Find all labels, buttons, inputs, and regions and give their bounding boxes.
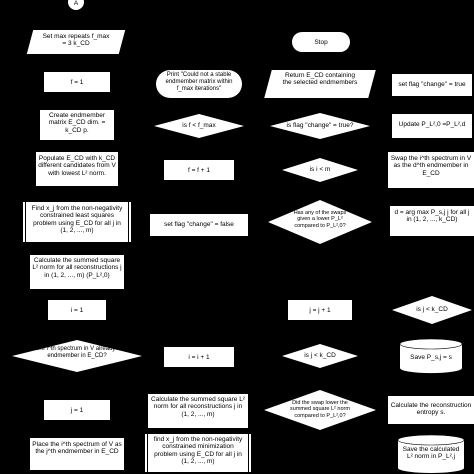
is-j2-text: is j < k_CD: [416, 306, 448, 313]
stop-terminal: [292, 32, 350, 52]
j-inc-box: [288, 300, 352, 320]
f-init-text: f = 1: [70, 79, 84, 86]
is-i-text: is i < m: [309, 166, 331, 173]
find-xj-predefined: [22, 202, 132, 242]
place-box: [30, 438, 124, 470]
find-xj2-predefined: [144, 434, 252, 472]
stop-text: Stop: [314, 39, 328, 46]
calc-sum2-text: Calculate the summed square L² norm for …: [151, 396, 245, 418]
start-label: A: [73, 0, 79, 7]
create-text: Create endmember matrix E_CD dim. = k_CD…: [48, 112, 106, 134]
set-max-text: Set max repeats f_max = 3 k_CD: [42, 33, 110, 48]
populate-text: Populate E_CD with k_CD different candid…: [38, 155, 116, 177]
f-inc-text: f = f + 1: [187, 167, 211, 174]
j-init-box: [44, 400, 110, 420]
is-j-text: is j < k_CD: [304, 352, 336, 359]
calc-sum2-box: [148, 394, 248, 428]
start-connector: [68, 0, 84, 10]
calc-entropy-text: Calculate the reconstruction entropy s.: [390, 402, 472, 417]
set-true-box: [392, 74, 472, 96]
is-f-text: is f < f_max: [182, 122, 216, 129]
return-text: Return E_CD containing the selected endm…: [282, 72, 358, 87]
is-change-text: is flag "change" = true?: [286, 122, 354, 129]
has-any-text: Has any of the swaps given a lower P_L² …: [293, 210, 347, 229]
i-init-text: i = 1: [70, 307, 84, 314]
i-inc-text: i = i + 1: [188, 354, 210, 361]
place-text: Place the i^th spectrum of V as the j^th…: [32, 441, 122, 456]
f-inc-box: [164, 160, 234, 180]
calc-entropy-box: [388, 396, 474, 424]
print-terminal: [156, 70, 242, 98]
f-init-box: [44, 72, 110, 92]
populate-box: [36, 152, 118, 186]
update-box: [392, 114, 472, 138]
i-inc-box: [164, 347, 234, 367]
calc-sum-text: Calculate the summed square L² norm for …: [32, 257, 122, 279]
argmax-box: [390, 206, 474, 236]
calc-sum-box: [30, 255, 124, 289]
is-already-text: Is the i^th spectrum in V already an end…: [30, 346, 124, 359]
i-init-box: [48, 300, 106, 320]
save-calc-text: Save the calculated L² norm in P_L²,j: [402, 446, 460, 461]
find-xj2-text: find x_j from the non-negativity constra…: [153, 436, 243, 466]
update-text: Update P_L²,0 =P_L²,d: [398, 121, 466, 128]
set-true-text: set flag "change" = true: [398, 81, 466, 88]
j-inc-text: j = j + 1: [309, 307, 331, 314]
find-xj-text: Find x_j from the non-negativity constra…: [31, 205, 123, 235]
did-swap-text: Did the swap lower the summed square L² …: [290, 400, 350, 419]
set-false-box: [150, 214, 248, 236]
argmax-text: d = arg max P_s,j j for all j in (1, 2, …: [394, 209, 470, 224]
create-box: [40, 110, 114, 140]
swap-text: Swap the i^th spectrum in V as the d^th …: [390, 155, 472, 177]
print-text: Print "Could not a stable endmember matr…: [165, 72, 233, 92]
swap-box: [388, 152, 474, 188]
save-text: Save P_s,j = s: [410, 354, 452, 361]
set-false-text: set flag "change" = false: [164, 221, 234, 228]
j-init-text: j = 1: [70, 407, 84, 414]
